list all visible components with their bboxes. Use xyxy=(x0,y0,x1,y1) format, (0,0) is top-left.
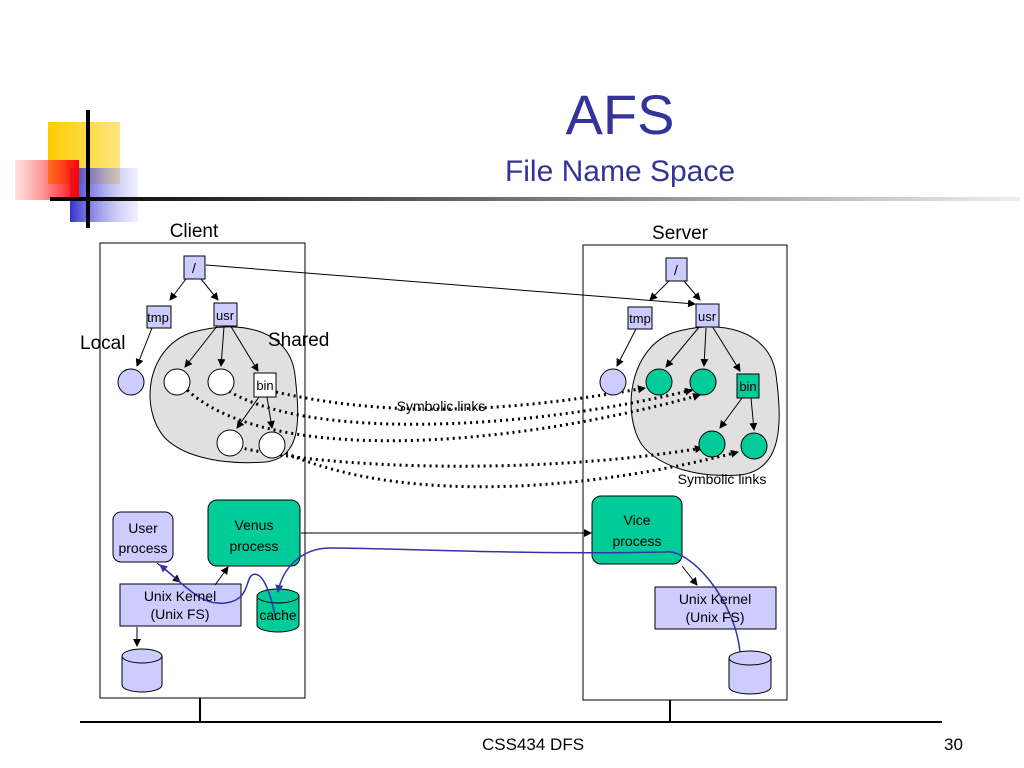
server-box xyxy=(582,244,788,701)
server-kernel-label-1: Unix Kernel xyxy=(679,591,751,607)
user-process-label-1: User xyxy=(128,520,158,536)
server-shared-node xyxy=(645,368,673,396)
client-usr-node xyxy=(213,302,238,327)
server-disk-cylinder xyxy=(728,650,772,695)
server-usr-label: usr xyxy=(698,309,717,324)
local-label: Local xyxy=(80,333,125,354)
client-usr-label: usr xyxy=(216,308,235,323)
client-kernel-label-2: (Unix FS) xyxy=(150,606,209,622)
venus-label-2: process xyxy=(229,538,278,554)
server-bin-node xyxy=(736,373,760,399)
server-shared-node xyxy=(740,432,768,460)
client-shared-node xyxy=(207,368,235,396)
user-process-box xyxy=(112,511,174,563)
title-underline xyxy=(50,197,1020,201)
client-disk-cylinder xyxy=(121,648,163,693)
vice-label-1: Vice xyxy=(624,512,651,528)
shared-label: Shared xyxy=(268,330,329,351)
data-path-curve xyxy=(275,547,741,653)
server-unix-kernel-box xyxy=(654,586,777,630)
slide-subtitle: File Name Space xyxy=(504,155,736,188)
client-tmp-label: tmp xyxy=(147,310,169,325)
client-label: Client xyxy=(170,221,219,242)
server-local-file-node xyxy=(599,368,627,396)
server-tmp-node xyxy=(627,306,653,330)
symlinks-label-server: Symbolic links xyxy=(678,471,767,487)
logo-blue-block xyxy=(70,168,138,222)
client-unix-kernel-box xyxy=(119,583,242,627)
server-usr-node xyxy=(695,303,720,328)
symlinks-label: Symbolic links xyxy=(397,398,486,414)
client-bin-node xyxy=(253,372,277,398)
root-to-server-usr-link xyxy=(205,264,696,308)
vice-process-box xyxy=(591,495,683,565)
server-bin-label: bin xyxy=(739,379,756,394)
client-tmp-node xyxy=(146,305,172,329)
client-root-label: / xyxy=(192,260,196,276)
client-local-file-node xyxy=(117,368,145,396)
client-shared-node xyxy=(163,368,191,396)
user-process-label-2: process xyxy=(118,540,167,556)
logo-red-block xyxy=(15,160,79,200)
server-shared-node xyxy=(698,430,726,458)
server-kernel-label-2: (Unix FS) xyxy=(685,609,744,625)
client-bin-label: bin xyxy=(256,378,273,393)
client-root-node xyxy=(183,255,206,280)
symlink-4 xyxy=(232,444,703,468)
logo-vertical-bar xyxy=(86,110,90,228)
vice-label-2: process xyxy=(612,533,661,549)
page-number: 30 xyxy=(944,735,963,754)
client-box xyxy=(99,242,306,699)
venus-label-1: Venus xyxy=(235,517,274,533)
server-tmp-label: tmp xyxy=(629,311,651,326)
symbolic-links xyxy=(181,384,739,489)
data-path-curve-client xyxy=(159,564,277,621)
client-shared-node xyxy=(258,431,286,459)
server-shared-node xyxy=(689,368,717,396)
server-root-label: / xyxy=(674,262,678,278)
symlink-2 xyxy=(223,386,693,426)
venus-process-box xyxy=(207,499,301,567)
footer-course: CSS434 DFS xyxy=(482,735,585,754)
decorative-logo xyxy=(15,110,138,228)
client-shared-node xyxy=(216,429,244,457)
cache-cylinder xyxy=(256,588,300,633)
slide-title: AFS xyxy=(565,83,675,146)
client-kernel-label-1: Unix Kernel xyxy=(144,588,216,604)
cache-label: cache xyxy=(259,607,297,623)
server-label: Server xyxy=(652,223,709,244)
symlink-5 xyxy=(274,446,739,489)
symlink-1 xyxy=(181,384,701,443)
server-root-node xyxy=(665,257,688,282)
